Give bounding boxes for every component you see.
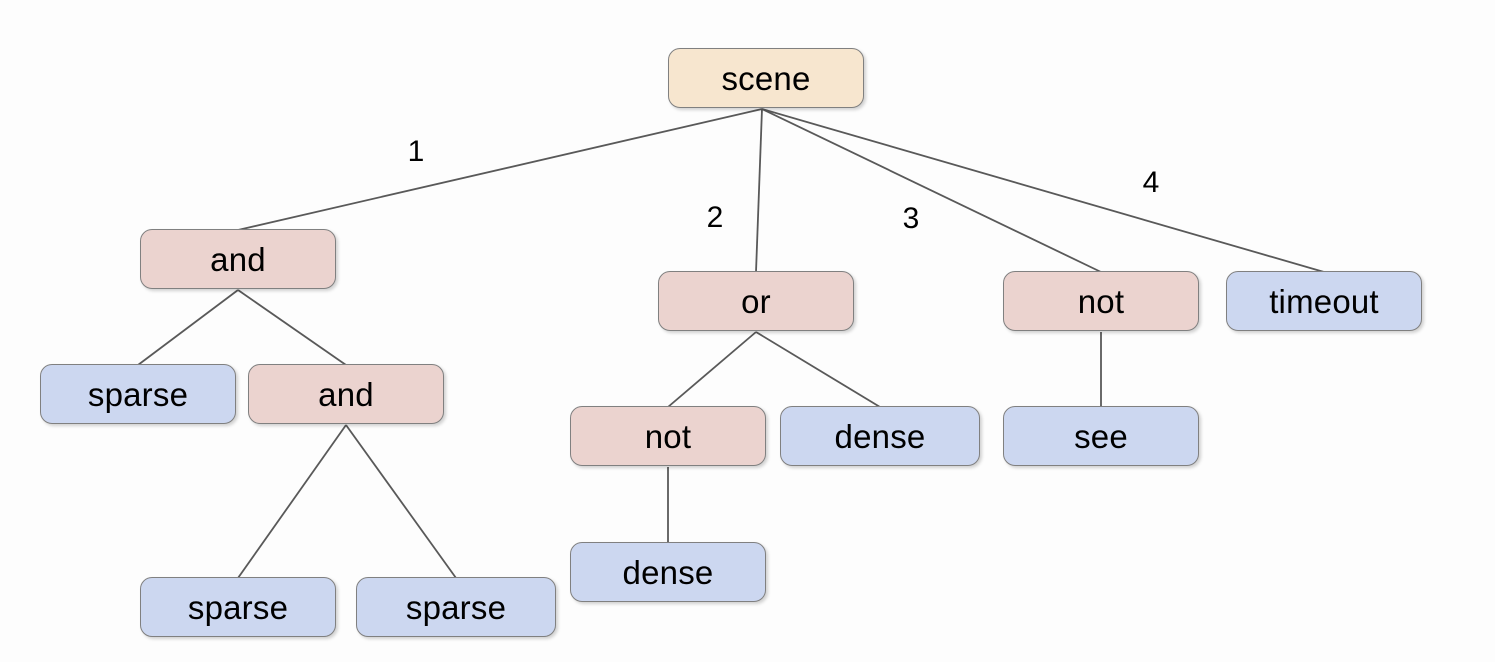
tree-edge bbox=[237, 108, 763, 231]
tree-node-and1[interactable]: and bbox=[140, 229, 336, 289]
tree-edge bbox=[755, 108, 763, 273]
tree-edge bbox=[345, 424, 457, 579]
tree-node-sparse3[interactable]: sparse bbox=[356, 577, 556, 637]
tree-node-label: or bbox=[741, 282, 771, 320]
tree-edge bbox=[137, 289, 239, 366]
tree-edge bbox=[761, 108, 1102, 273]
edge-label-3: 3 bbox=[902, 202, 920, 235]
tree-edge bbox=[667, 331, 757, 408]
tree-node-sparse2[interactable]: sparse bbox=[140, 577, 336, 637]
tree-edge bbox=[237, 424, 347, 579]
tree-node-label: not bbox=[644, 417, 692, 455]
tree-node-scene[interactable]: scene bbox=[668, 48, 864, 108]
tree-node-see[interactable]: see bbox=[1003, 406, 1199, 466]
tree-node-dense2[interactable]: dense bbox=[570, 542, 766, 602]
tree-node-label: and bbox=[318, 375, 374, 413]
tree-node-dense1[interactable]: dense bbox=[780, 406, 980, 466]
tree-edge bbox=[755, 331, 881, 408]
tree-node-label: sparse bbox=[405, 588, 507, 626]
tree-node-label: timeout bbox=[1269, 282, 1379, 320]
tree-edge bbox=[761, 108, 1325, 273]
edge-label-2: 2 bbox=[706, 201, 724, 234]
tree-node-label: sparse bbox=[187, 588, 289, 626]
tree-node-timeout[interactable]: timeout bbox=[1226, 271, 1422, 331]
tree-node-label: scene bbox=[721, 59, 811, 97]
tree-node-label: dense bbox=[834, 417, 926, 455]
tree-edge bbox=[237, 289, 347, 366]
tree-node-sparse1[interactable]: sparse bbox=[40, 364, 236, 424]
tree-node-label: and bbox=[210, 240, 266, 278]
edge-label-1: 1 bbox=[407, 135, 425, 168]
tree-node-and2[interactable]: and bbox=[248, 364, 444, 424]
edge-label-4: 4 bbox=[1142, 166, 1160, 199]
tree-node-label: see bbox=[1074, 417, 1128, 455]
tree-node-label: sparse bbox=[87, 375, 189, 413]
tree-node-not1[interactable]: not bbox=[1003, 271, 1199, 331]
tree-node-or1[interactable]: or bbox=[658, 271, 854, 331]
tree-node-not2[interactable]: not bbox=[570, 406, 766, 466]
tree-node-label: not bbox=[1077, 282, 1125, 320]
tree-node-label: dense bbox=[622, 553, 714, 591]
